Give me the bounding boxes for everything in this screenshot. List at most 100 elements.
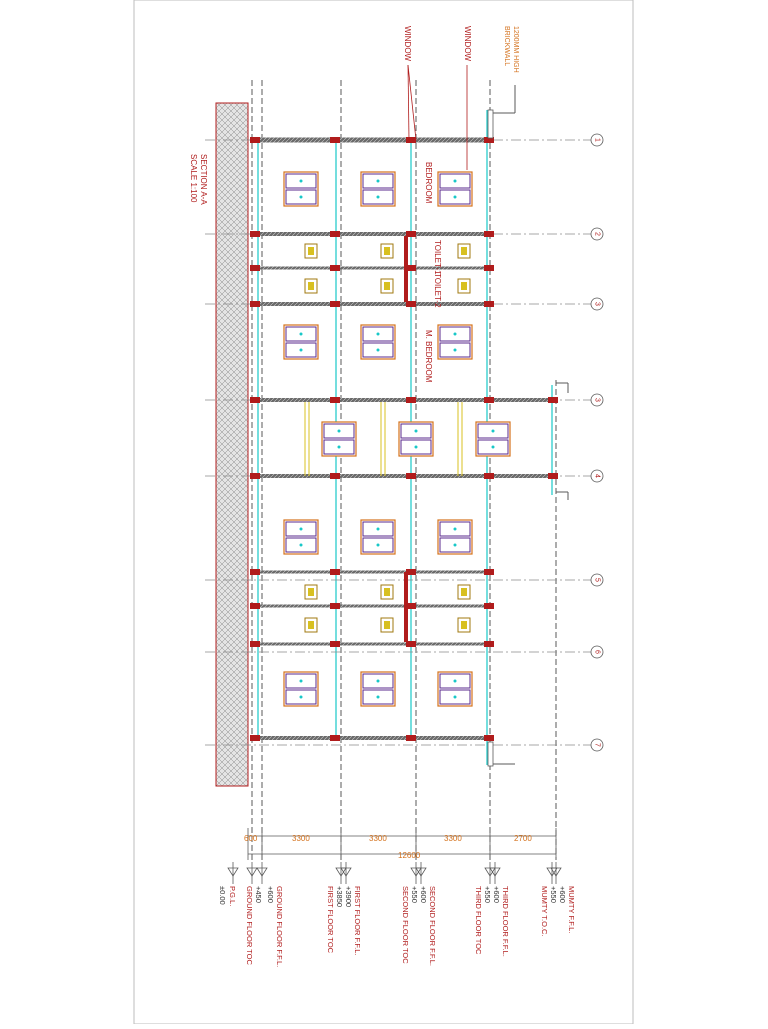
window-glass-mark (299, 332, 303, 336)
window-glass-mark (299, 179, 303, 183)
grid-bubble (590, 227, 604, 241)
window-sash (439, 537, 471, 553)
window-frame (321, 421, 357, 457)
ventilator-glass (308, 621, 314, 629)
window-glass-mark (453, 695, 457, 699)
window-sash (477, 439, 509, 455)
window-sash (285, 689, 317, 705)
window-glass-mark (299, 195, 303, 199)
level-label-ff-ffl: FIRST FLOOR F.F.L. (353, 886, 362, 956)
beam-end (548, 397, 558, 403)
window-sash (439, 521, 471, 537)
window-glass-mark (453, 543, 457, 547)
window-frame (283, 671, 319, 707)
grid-bubble (590, 573, 604, 587)
window-callout-2: WINDOW (463, 26, 472, 62)
window-sash (285, 537, 317, 553)
window-frame (283, 171, 319, 207)
beam-end (484, 641, 494, 647)
level-value-gf-toc: +450 (254, 886, 263, 903)
grid-bubble-label: 3 (594, 302, 601, 306)
beam-end (250, 735, 260, 741)
level-label-sf-ffl: SECOND FLOOR F.F.L. (428, 886, 437, 967)
window-glass-mark (299, 527, 303, 531)
level-label-gf-toc: GROUND FLOOR TOC (245, 886, 254, 965)
window-sash (400, 439, 432, 455)
window-frame (437, 671, 473, 707)
level-label-mumty-ffl: MUMTY F.F.L. (567, 886, 576, 934)
toilet-ventilators (304, 243, 471, 633)
window-sash (285, 521, 317, 537)
grid-bubble-label: 6 (594, 650, 601, 654)
parapet (487, 85, 569, 767)
grid-bubble-label: 5 (594, 578, 601, 582)
window-glass-mark (376, 332, 380, 336)
slab (250, 736, 493, 740)
window-glass-mark (376, 195, 380, 199)
grid-bubble-label: 1 (594, 138, 601, 142)
window-glass-mark (376, 179, 380, 183)
window-sash (439, 342, 471, 358)
window-glass-mark (453, 332, 457, 336)
beam-end (406, 641, 416, 647)
dimension-text: 600 (244, 834, 258, 843)
level-value-pgl: ±0.00 (218, 886, 227, 905)
parapet-note-line2: BRICKWALL (503, 26, 510, 67)
toilet-partitions (404, 236, 408, 642)
beam-end (484, 231, 494, 237)
ventilator-glass (384, 282, 390, 290)
beam-end (548, 473, 558, 479)
grid-bubble (590, 738, 604, 752)
grid-bubble (590, 393, 604, 407)
beam-end (250, 265, 260, 271)
beam-end (250, 603, 260, 609)
window-glass-mark (453, 195, 457, 199)
window-sash (362, 689, 394, 705)
grid-bubble (590, 469, 604, 483)
window-sash (362, 673, 394, 689)
dimension-text: 3300 (292, 834, 310, 843)
room-toilet-2: TOILET-2 (433, 273, 442, 308)
window-sash (439, 673, 471, 689)
level-label-pgl: P.G.L. (228, 886, 237, 907)
level-value-gf-ffl: +600 (266, 886, 275, 903)
level-value-tf-toc: +550 (483, 886, 492, 903)
ventilator-glass (308, 282, 314, 290)
beam-end (406, 265, 416, 271)
level-label-gf-ffl: GROUND FLOOR F.F.L. (275, 886, 284, 968)
lobby-railings (304, 402, 463, 476)
foundation-strip (215, 102, 249, 787)
ventilator-glass (461, 621, 467, 629)
window-glass-mark (299, 543, 303, 547)
beam-end (250, 473, 260, 479)
section-title: SECTION A-A (199, 154, 208, 205)
beam-end (484, 603, 494, 609)
level-value-tf-ffl: +600 (492, 886, 501, 903)
beam-end (250, 301, 260, 307)
window-glass-mark (376, 543, 380, 547)
window-glass-mark (491, 429, 495, 433)
window-glass-mark (299, 695, 303, 699)
windows (283, 171, 511, 707)
window-sash (323, 439, 355, 455)
window-glass-mark (337, 445, 341, 449)
level-value-ff-toc: +3850 (335, 886, 344, 908)
section-scale: SCALE 1:100 (189, 154, 198, 203)
level-label-tf-ffl: THIRD FLOOR F.F.L. (501, 886, 510, 957)
beam-end (484, 265, 494, 271)
beam-end (484, 569, 494, 575)
dimension-text: 3300 (369, 834, 387, 843)
beam-end (250, 231, 260, 237)
window-frame (398, 421, 434, 457)
beam-end (484, 473, 494, 479)
slab (250, 474, 557, 478)
beam-end (330, 265, 340, 271)
window-glass-mark (453, 679, 457, 683)
slab (250, 137, 493, 143)
window-glass-mark (453, 179, 457, 183)
window-glass-mark (414, 429, 418, 433)
window-glass-mark (453, 527, 457, 531)
beam-end (406, 735, 416, 741)
